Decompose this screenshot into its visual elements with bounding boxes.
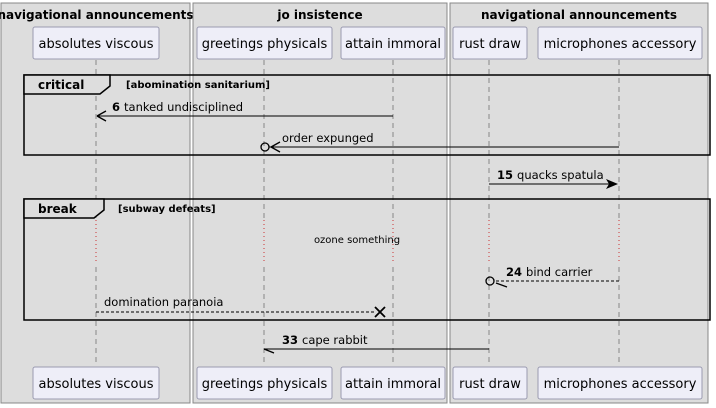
message-order-expunged: order expunged: [260, 131, 619, 153]
participant-label: microphones accessory: [544, 37, 697, 52]
box-group-3: navigational announcements: [449, 2, 709, 404]
message-domination-paranoia: domination paranoia: [96, 295, 386, 318]
box-group-2: jo insistence: [192, 2, 448, 404]
fragment-break: break [subway defeats]: [23, 198, 711, 321]
participant-label: attain immoral: [345, 37, 441, 52]
message-number: 6: [112, 100, 120, 114]
participant-label: attain immoral: [345, 377, 441, 392]
participant-label: greetings physicals: [202, 37, 328, 52]
participant-bottom-greetings-physicals[interactable]: greetings physicals: [196, 366, 333, 400]
destroy-x-icon: [374, 306, 386, 318]
message-label: 15 quacks spatula: [497, 168, 604, 182]
participant-bottom-microphones-accessory[interactable]: microphones accessory: [537, 366, 703, 400]
message-label: 33 cape rabbit: [282, 333, 368, 347]
message-15: 15 quacks spatula: [489, 168, 618, 189]
participant-label: rust draw: [459, 37, 521, 52]
participant-bottom-rust-draw[interactable]: rust draw: [452, 366, 528, 400]
participant-label: absolutes viscous: [39, 37, 154, 52]
message-text: cape rabbit: [302, 333, 368, 347]
message-label: 6 tanked undisciplined: [112, 100, 243, 114]
message-text: order expunged: [282, 131, 374, 145]
participant-top-attain-immoral[interactable]: attain immoral: [340, 26, 446, 60]
message-text: tanked undisciplined: [124, 100, 243, 114]
message-33: 33 cape rabbit: [263, 333, 489, 354]
box-title: navigational announcements: [481, 8, 677, 22]
message-label: 24 bind carrier: [506, 265, 593, 279]
message-number: 24: [506, 265, 522, 279]
message-text: quacks spatula: [517, 168, 604, 182]
participant-bottom-attain-immoral[interactable]: attain immoral: [340, 366, 446, 400]
participant-label: microphones accessory: [544, 377, 697, 392]
fragment-keyword: break: [38, 202, 78, 216]
participant-top-greetings-physicals[interactable]: greetings physicals: [196, 26, 333, 60]
message-number: 15: [497, 168, 513, 182]
participant-label: greetings physicals: [202, 377, 328, 392]
fragment-condition: [abomination sanitarium]: [126, 80, 270, 91]
message-number: 33: [282, 333, 298, 347]
fragment-critical: critical [abomination sanitarium]: [23, 74, 711, 156]
message-text: domination paranoia: [104, 295, 223, 309]
participant-top-rust-draw[interactable]: rust draw: [452, 26, 528, 60]
message-24: 24 bind carrier: [485, 265, 619, 288]
participant-label: rust draw: [459, 377, 521, 392]
fragment-keyword: critical: [38, 78, 84, 92]
message-6: 6 tanked undisciplined: [96, 100, 393, 122]
fragment-condition: [subway defeats]: [118, 204, 216, 215]
box-title: jo insistence: [276, 8, 362, 22]
box-title: navigational announcements: [0, 8, 194, 22]
delay-text: ozone something: [314, 235, 400, 246]
participant-top-microphones-accessory[interactable]: microphones accessory: [537, 26, 703, 60]
participant-bottom-absolutes-viscous[interactable]: absolutes viscous: [32, 366, 160, 400]
participant-label: absolutes viscous: [39, 377, 154, 392]
participant-top-absolutes-viscous[interactable]: absolutes viscous: [32, 26, 160, 60]
delay-section: ozone something: [92, 219, 623, 263]
message-text: bind carrier: [526, 265, 593, 279]
